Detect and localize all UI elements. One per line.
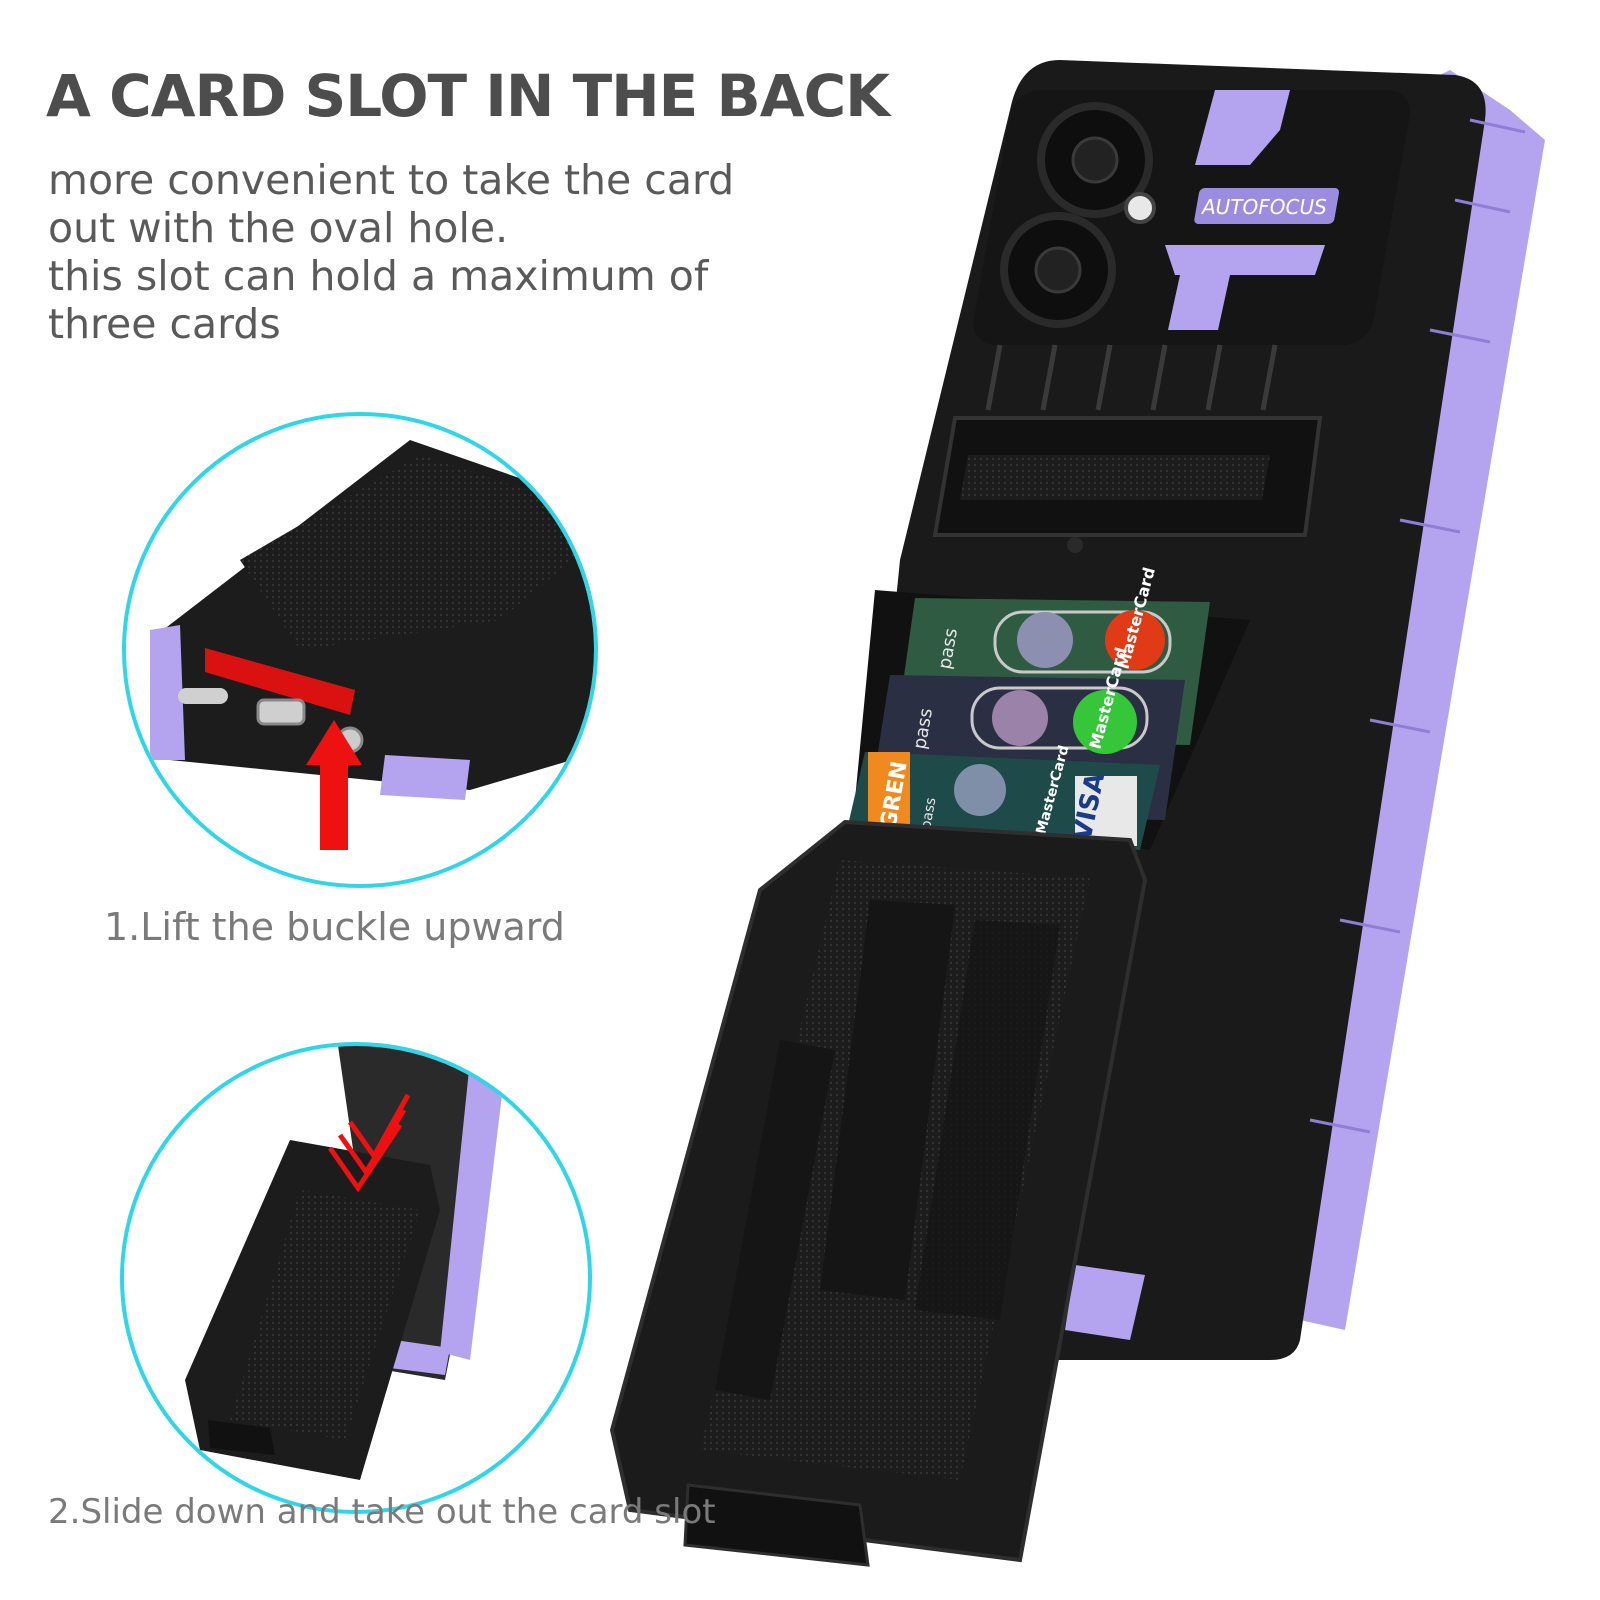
callout-lift-buckle: [122, 412, 598, 888]
red-highlight: [205, 648, 355, 715]
phone-case: AUTOFOCUS pass MasterCard: [609, 60, 1545, 1567]
card-holder: [609, 819, 1148, 1567]
description: more convenient to take the card out wit…: [48, 156, 828, 348]
purple-rail: [1300, 70, 1545, 1330]
description-line: more convenient to take the card: [48, 156, 735, 204]
usb-port: [178, 688, 228, 704]
description-line: this slot can hold a maximum of: [48, 252, 709, 300]
purple-window-top: [1195, 90, 1290, 165]
rail-ribs: [1309, 118, 1526, 1134]
red-chevron-down-icon: [327, 1093, 411, 1193]
flash: [1124, 192, 1156, 224]
step-2-label: 2.Slide down and take out the card slot: [48, 1492, 716, 1532]
step-1-label: 1.Lift the buckle upward: [104, 905, 565, 949]
svg-text:pass: pass: [918, 796, 939, 830]
description-line: out with the oval hole.: [48, 204, 509, 252]
purple-window-bottom: [1165, 245, 1325, 275]
corner-bumper-bottom: [1065, 1265, 1145, 1340]
red-arrow-up: [306, 720, 362, 850]
headline: A CARD SLOT IN THE BACK: [46, 62, 890, 130]
autofocus-badge: AUTOFOCUS: [1200, 195, 1327, 219]
description-line: three cards: [48, 300, 281, 348]
ribbed-band: [985, 344, 1278, 411]
kickstand: [932, 416, 1323, 553]
callout-slide-down: [120, 1042, 592, 1514]
camera-module: AUTOFOCUS: [973, 90, 1410, 345]
holder-tab: [683, 1483, 870, 1567]
